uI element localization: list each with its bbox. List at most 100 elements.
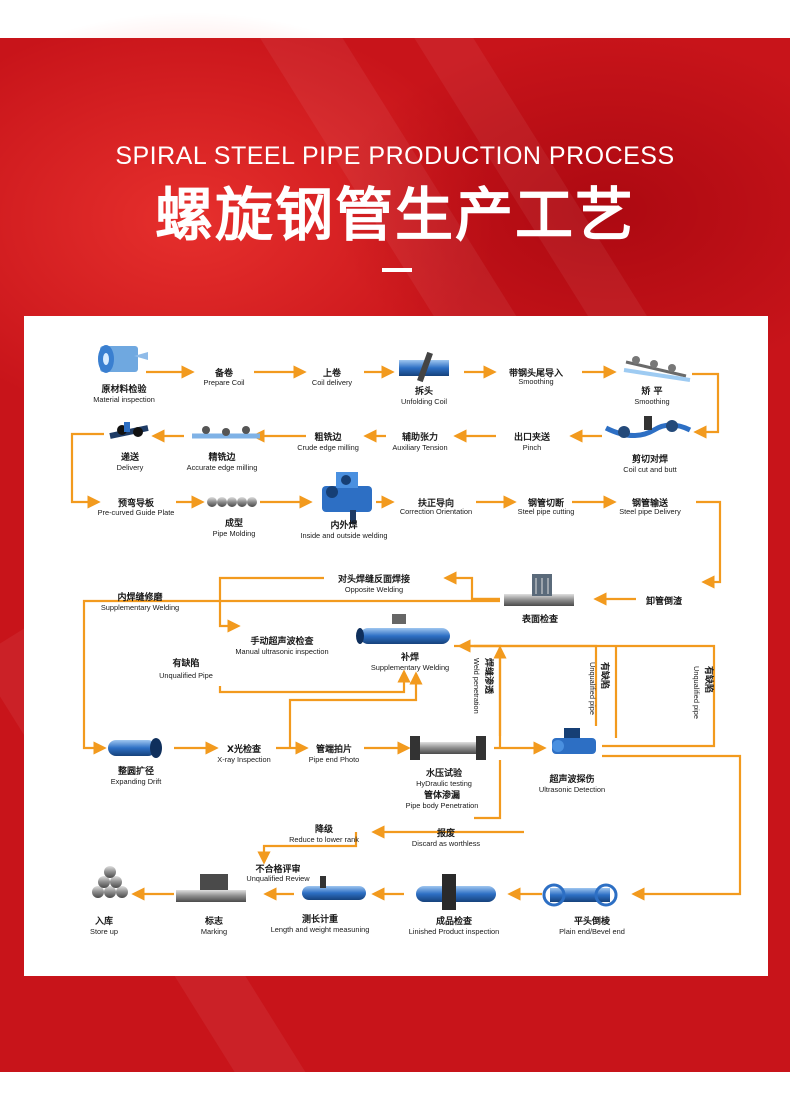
flow-arrows (70, 365, 742, 901)
label-store-en: Store up (90, 927, 118, 936)
label-material-cn: 原材料检验 (101, 383, 147, 395)
marking-icon (176, 874, 246, 902)
label-pipe-delivery-en: Steel pipe Delivery (619, 507, 681, 516)
label-expanding-en: Expanding Drift (111, 777, 162, 786)
ultrasonic-icon (552, 728, 596, 754)
label-photo-cn: 管端拍片 (316, 743, 352, 755)
arrow-delivery-to-unloading (696, 500, 722, 589)
welding-machine-icon (322, 472, 372, 524)
label-molding-en: Pipe Molding (213, 529, 256, 538)
hydro-tester-icon (410, 736, 486, 760)
label-review-en: Unqualified Review (246, 874, 310, 883)
label-pipebody-en: Pipe body Penetration (406, 801, 479, 810)
label-tension-cn: 辅助张力 (402, 431, 438, 443)
label-surface-cn: 表面检查 (521, 613, 559, 625)
molding-rollers-icon (207, 497, 257, 507)
label-orientation-en: Correction Orientation (400, 507, 472, 516)
title-underline (382, 268, 412, 272)
label-expanding-cn: 整圆扩径 (117, 765, 154, 777)
process-flow-diagram: 原材料检验 Material inspection 备卷 Prepare Coi… (70, 345, 742, 936)
label-finished-en: Linished Product inspection (409, 927, 499, 936)
expander-icon (108, 738, 162, 758)
label-orientation-cn: 扶正导向 (418, 497, 454, 509)
label-measure-en: Length and weight measuning (271, 925, 370, 934)
label-unqualified1-cn: 有缺陷 (172, 657, 199, 669)
label-cutting-en: Steel pipe cutting (518, 507, 575, 516)
label-manual-cn: 手动超声波检查 (250, 635, 314, 647)
label-unqualified1-en: Unqualified Pipe (159, 671, 213, 680)
arrow-xray-to-repair (288, 671, 423, 748)
label-cut-en: Coil cut and butt (623, 465, 676, 474)
bevel-machine-icon (542, 883, 618, 907)
label-photo-en: Pipe end Photo (309, 755, 360, 764)
arrow-to-expanding (82, 599, 500, 755)
arrow-ultrasonic-to-bevel (602, 754, 742, 901)
label-unfold-en: Unfolding Coil (401, 397, 447, 406)
label-finished-cn: 成品检查 (436, 915, 473, 927)
label-bevel-cn: 平头倒棱 (574, 915, 611, 927)
label-ultrasonic-en: Ultrasonic Detection (539, 785, 605, 794)
coil-icon (98, 345, 148, 373)
label-crude-en: Crude edge milling (297, 443, 359, 452)
label-welding-cn: 内外焊 (330, 519, 357, 531)
label-ultrasonic-cn: 超声波探伤 (548, 773, 594, 785)
finished-pipe-icon (416, 874, 496, 910)
label-crude-cn: 粗铣边 (314, 431, 342, 443)
label-weld-pen-en: Weld penetration (472, 658, 481, 714)
label-inner-cn: 内焊缝修磨 (117, 591, 163, 603)
label-store-cn: 入库 (94, 915, 113, 927)
title-chinese: 螺旋钢管生产工艺 (154, 181, 635, 249)
label-material-en: Material inspection (93, 395, 155, 404)
label-opposite-cn: 对头焊缝反面焊接 (338, 573, 410, 585)
label-measure-cn: 测长计重 (302, 913, 338, 925)
arrow-reduce-to-review (257, 832, 358, 865)
label-prepare-cn: 备卷 (214, 367, 234, 379)
measuring-icon (302, 876, 366, 900)
label-repair-en: Supplementary Welding (371, 663, 449, 672)
label-unqualified2-cn: 有缺陷 (599, 662, 611, 689)
labels: 原材料检验 Material inspection 备卷 Prepare Coi… (90, 367, 715, 936)
surface-inspection-icon (504, 574, 574, 606)
label-reduce-cn: 降级 (315, 823, 334, 835)
label-smooth1-cn: 带钢头尾导入 (509, 367, 563, 379)
label-prepare-en: Prepare Coil (203, 378, 244, 387)
label-welding-en: Inside and outside welding (300, 531, 387, 540)
label-reduce-en: Reduce to lower rank (289, 835, 359, 844)
bottom-margin (0, 1072, 790, 1100)
label-bevel-en: Plain end/Bevel end (559, 927, 625, 936)
delivery-roller-icon (109, 422, 149, 439)
line-pipebody-to-discard (474, 760, 502, 820)
line-unqualified-return (454, 644, 716, 748)
label-unfold-cn: 拆头 (415, 385, 433, 397)
shear-icon (604, 416, 692, 438)
label-delivery-en: Delivery (117, 463, 144, 472)
repair-pipe-icon (356, 614, 450, 644)
label-molding-cn: 成型 (225, 517, 243, 529)
label-hydro-cn: 水压试验 (426, 767, 463, 779)
label-xray-en: X-ray Inspection (217, 755, 270, 764)
leveler-icon (623, 356, 691, 382)
label-coil-delivery-cn: 上卷 (323, 367, 342, 379)
label-discard-cn: 报废 (437, 827, 455, 839)
label-pinch-en: Pinch (523, 443, 542, 452)
label-unqualified3-cn: 有缺陷 (703, 666, 715, 693)
label-smooth2-cn: 矫 平 (641, 385, 662, 397)
label-precurved-cn: 预弯导板 (118, 497, 155, 509)
label-manual-en: Manual ultrasonic inspection (235, 647, 328, 656)
label-smooth2-en: Smoothing (634, 397, 669, 406)
label-marking-en: Marking (201, 927, 227, 936)
label-inner-en: Supplementary Welding (101, 603, 179, 612)
label-accurate-cn: 精铣边 (208, 451, 236, 463)
title-english: SPIRAL STEEL PIPE PRODUCTION PROCESS (115, 142, 675, 170)
label-pipebody-cn: 管体渗漏 (424, 789, 460, 801)
label-coil-delivery-en: Coil delivery (312, 378, 353, 387)
pipe-bundle-icon (92, 866, 128, 898)
label-cut-cn: 剪切对焊 (632, 453, 668, 465)
arrow-level-to-cut (692, 372, 720, 439)
arrow-unqualified-to-repair (218, 669, 411, 694)
label-unloading-cn: 卸管倒渣 (646, 595, 683, 607)
label-unqualified3-en: Unqualified pipe (692, 666, 701, 719)
arrow-surface-to-opposite (443, 571, 500, 601)
label-marking-cn: 标志 (204, 915, 223, 927)
label-pipe-delivery-cn: 钢管输送 (632, 497, 669, 509)
